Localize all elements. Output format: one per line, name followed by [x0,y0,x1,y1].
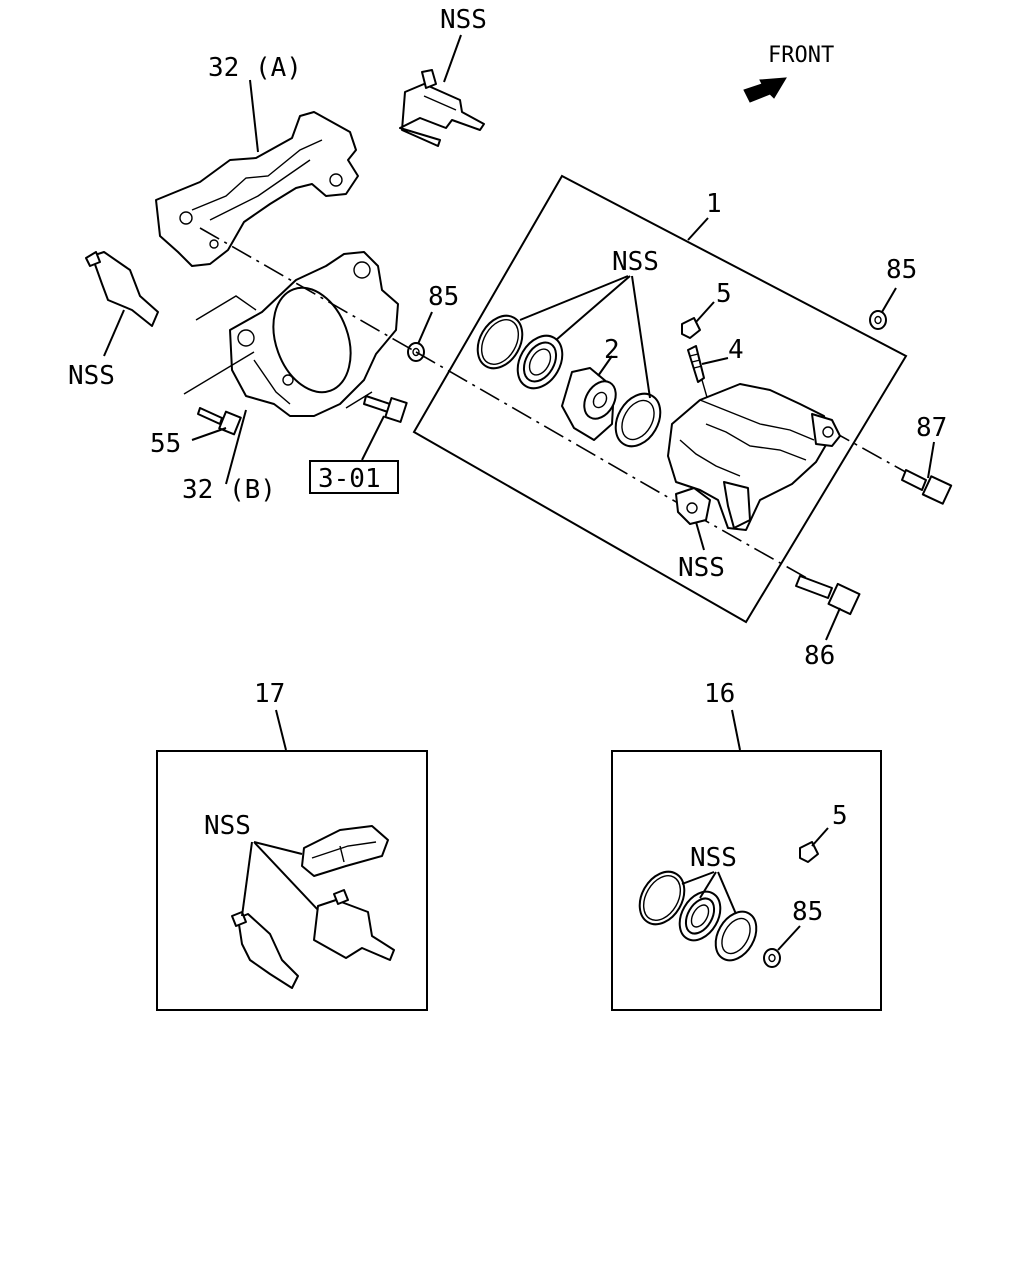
kit16-bleeder-cap [799,841,819,863]
piston-seal [614,392,662,448]
piston-label: 2 [604,335,620,365]
front-arrow-icon [743,77,787,103]
pad-clip-left [85,251,159,327]
kit-16-washer-label: 85 [792,897,823,927]
bolt-55-label: 55 [150,429,181,459]
kit17-clip-right [313,889,395,961]
kit16-dust-boot [678,890,722,942]
reference-box [309,460,399,494]
piston [561,367,617,441]
seal-ring-outer [476,314,524,370]
kit-17-box [156,750,428,1011]
kit-17-label: 17 [254,679,285,709]
kit16-seal-ring [638,870,686,926]
nss-top-label: NSS [440,5,487,35]
bleeder-cap-label: 5 [716,279,732,309]
bracket-32b [229,251,399,417]
caliper-assembly-label: 1 [706,189,722,219]
bolt-86-label: 86 [804,641,835,671]
front-direction-indicator: FRONT [743,43,834,103]
kit-16-cap-label: 5 [832,801,848,831]
bleeder-cap [681,317,701,339]
nss-caliper-label: NSS [678,553,725,583]
kit16-piston-seal [714,910,758,962]
bleeder-screw-label: 4 [728,335,744,365]
bolt-87 [901,469,953,505]
bracket-32a [155,111,359,267]
nss-seals-label: NSS [612,247,659,277]
kit-16-box [611,750,882,1011]
caliper-body [667,383,841,531]
bolt-87-label: 87 [916,413,947,443]
bleeder-screw [687,345,705,383]
pad-clip-top [399,69,485,147]
washer-85-left-label: 85 [428,282,459,312]
kit17-clip-left [231,911,299,989]
caliper-assembly-box [412,174,908,624]
reference-box-label: 3-01 [318,464,381,494]
kit16-washer [763,948,781,968]
kit-17-nss-label: NSS [204,811,251,841]
bracket-32a-label: 32 (A) [208,53,302,83]
washer-85-right [869,310,887,330]
bolt-3-01 [363,395,408,423]
bracket-32b-label: 32 (B) [182,475,276,505]
front-label: FRONT [768,43,834,68]
washer-85-right-label: 85 [886,255,917,285]
brake-pad [301,825,389,877]
kit-16-label: 16 [704,679,735,709]
nss-left-label: NSS [68,361,115,391]
bolt-86 [795,575,861,616]
dust-boot [516,334,564,390]
kit-16-nss-label: NSS [690,843,737,873]
